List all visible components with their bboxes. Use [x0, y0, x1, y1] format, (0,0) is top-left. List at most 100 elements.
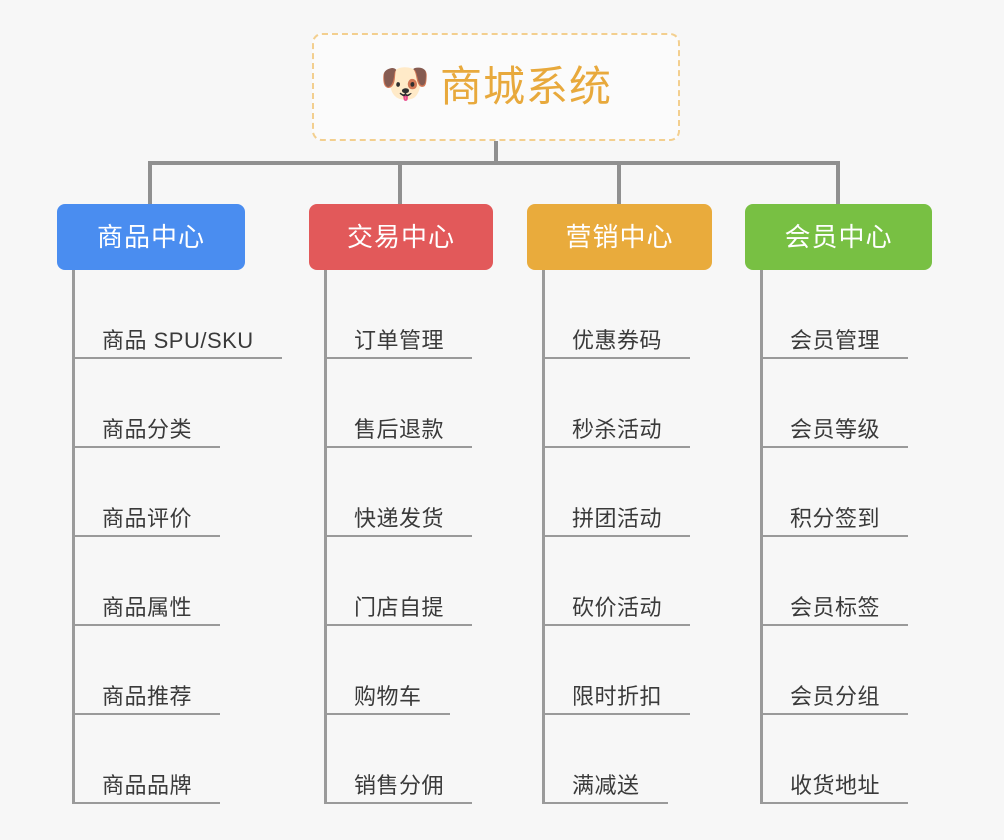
- list-item[interactable]: 售后退款: [309, 359, 493, 448]
- column-spine: [72, 270, 75, 804]
- leaf-underline: 商品属性: [72, 595, 221, 626]
- leaf-label: 秒杀活动: [572, 417, 663, 442]
- connector-root-stem: [494, 141, 498, 165]
- connector-drop-product-center: [148, 161, 152, 204]
- leaf-label: 售后退款: [354, 417, 445, 442]
- leaf-underline: 商品推荐: [72, 686, 221, 715]
- leaf-label: 收货地址: [790, 773, 881, 798]
- category-label: 营销中心: [565, 222, 674, 252]
- category-box-product-center[interactable]: 商品中心: [57, 204, 245, 270]
- leaf-underline: 销售分佣: [324, 773, 473, 804]
- column-marketing-center: 营销中心优惠券码秒杀活动拼团活动砍价活动限时折扣满减送: [527, 204, 712, 804]
- leaf-underline: 拼团活动: [542, 506, 691, 537]
- leaf-underline: 会员分组: [760, 686, 909, 715]
- leaf-label: 会员等级: [790, 417, 881, 442]
- leaf-underline: 订单管理: [324, 328, 473, 359]
- list-item[interactable]: 商品品牌: [57, 715, 245, 804]
- list-item[interactable]: 砍价活动: [527, 537, 712, 626]
- category-label: 交易中心: [346, 222, 455, 252]
- category-box-trade-center[interactable]: 交易中心: [309, 204, 493, 270]
- list-item[interactable]: 购物车: [309, 626, 493, 715]
- list-item[interactable]: 会员分组: [745, 626, 932, 715]
- list-item[interactable]: 积分签到: [745, 448, 932, 537]
- leaf-underline: 会员管理: [760, 328, 909, 359]
- category-box-marketing-center[interactable]: 营销中心: [527, 204, 712, 270]
- leaf-underline: 优惠券码: [542, 328, 691, 359]
- column-spine: [324, 270, 327, 804]
- leaf-underline: 满减送: [542, 775, 668, 804]
- leaf-underline: 积分签到: [760, 506, 909, 537]
- list-item[interactable]: 商品分类: [57, 359, 245, 448]
- leaf-underline: 秒杀活动: [542, 417, 691, 448]
- leaf-label: 商品评价: [102, 506, 193, 531]
- leaf-group-marketing-center: 优惠券码秒杀活动拼团活动砍价活动限时折扣满减送: [527, 270, 712, 804]
- shiba-dog-face-icon: 🐶: [379, 62, 430, 106]
- leaf-list: 商品 SPU/SKU 商品分类商品评价商品属性商品推荐商品品牌: [57, 270, 282, 804]
- list-item[interactable]: 拼团活动: [527, 448, 712, 537]
- list-item[interactable]: 收货地址: [745, 715, 932, 804]
- category-label: 商品中心: [96, 222, 205, 252]
- leaf-underline: 限时折扣: [542, 684, 691, 715]
- leaf-label: 拼团活动: [572, 506, 663, 531]
- list-item[interactable]: 订单管理: [309, 270, 493, 359]
- leaf-list: 会员管理会员等级积分签到会员标签会员分组收货地址: [745, 270, 932, 804]
- leaf-label: 商品属性: [102, 595, 193, 620]
- list-item[interactable]: 会员等级: [745, 359, 932, 448]
- leaf-label: 门店自提: [354, 595, 445, 620]
- list-item[interactable]: 限时折扣: [527, 626, 712, 715]
- list-item[interactable]: 商品评价: [57, 448, 245, 537]
- root-node[interactable]: 🐶 商城系统: [312, 33, 680, 141]
- list-item[interactable]: 商品 SPU/SKU: [57, 270, 282, 359]
- leaf-underline: 商品分类: [72, 417, 221, 448]
- category-box-member-center[interactable]: 会员中心: [745, 204, 932, 270]
- column-member-center: 会员中心会员管理会员等级积分签到会员标签会员分组收货地址: [745, 204, 932, 804]
- column-trade-center: 交易中心订单管理售后退款快递发货门店自提购物车销售分佣: [309, 204, 493, 804]
- connector-drop-marketing-center: [617, 161, 621, 204]
- leaf-group-product-center: 商品 SPU/SKU 商品分类商品评价商品属性商品推荐商品品牌: [57, 270, 282, 804]
- leaf-list: 优惠券码秒杀活动拼团活动砍价活动限时折扣满减送: [527, 270, 712, 804]
- leaf-underline: 会员标签: [760, 597, 909, 626]
- leaf-label: 购物车: [354, 684, 422, 709]
- column-product-center: 商品中心商品 SPU/SKU 商品分类商品评价商品属性商品推荐商品品牌: [57, 204, 282, 804]
- list-item[interactable]: 会员标签: [745, 537, 932, 626]
- leaf-underline: 砍价活动: [542, 595, 691, 626]
- leaf-label: 会员管理: [790, 328, 881, 353]
- leaf-label: 优惠券码: [572, 328, 663, 353]
- list-item[interactable]: 商品属性: [57, 537, 245, 626]
- connector-drop-trade-center: [398, 161, 402, 204]
- list-item[interactable]: 商品推荐: [57, 626, 245, 715]
- list-item[interactable]: 满减送: [527, 715, 712, 804]
- leaf-label: 砍价活动: [572, 595, 663, 620]
- list-item[interactable]: 会员管理: [745, 270, 932, 359]
- leaf-underline: 会员等级: [760, 417, 909, 448]
- leaf-label: 商品分类: [102, 417, 193, 442]
- leaf-underline: 售后退款: [324, 417, 473, 448]
- list-item[interactable]: 销售分佣: [309, 715, 493, 804]
- leaf-underline: 商品品牌: [72, 773, 221, 804]
- leaf-group-member-center: 会员管理会员等级积分签到会员标签会员分组收货地址: [745, 270, 932, 804]
- leaf-underline: 收货地址: [760, 773, 909, 804]
- list-item[interactable]: 快递发货: [309, 448, 493, 537]
- leaf-underline: 购物车: [324, 686, 450, 715]
- leaf-label: 商品 SPU/SKU: [102, 328, 254, 353]
- leaf-underline: 商品 SPU/SKU: [72, 330, 282, 359]
- list-item[interactable]: 门店自提: [309, 537, 493, 626]
- leaf-label: 快递发货: [354, 506, 445, 531]
- leaf-underline: 门店自提: [324, 595, 473, 626]
- category-label: 会员中心: [784, 222, 893, 252]
- leaf-label: 满减送: [572, 773, 640, 798]
- leaf-list: 订单管理售后退款快递发货门店自提购物车销售分佣: [309, 270, 493, 804]
- leaf-group-trade-center: 订单管理售后退款快递发货门店自提购物车销售分佣: [309, 270, 493, 804]
- list-item[interactable]: 优惠券码: [527, 270, 712, 359]
- leaf-label: 积分签到: [790, 506, 881, 531]
- leaf-label: 订单管理: [354, 328, 445, 353]
- list-item[interactable]: 秒杀活动: [527, 359, 712, 448]
- leaf-label: 限时折扣: [572, 684, 663, 709]
- connector-drop-member-center: [836, 161, 840, 204]
- connector-horizontal-bar: [148, 161, 840, 165]
- root-title: 商城系统: [439, 63, 612, 110]
- leaf-label: 商品品牌: [102, 773, 193, 798]
- leaf-underline: 快递发货: [324, 506, 473, 537]
- leaf-label: 销售分佣: [354, 773, 445, 798]
